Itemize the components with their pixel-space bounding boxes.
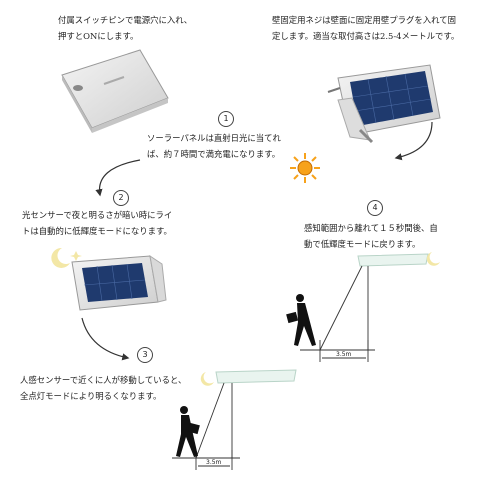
arrow-3	[81, 317, 130, 361]
step1-number: 1	[218, 111, 234, 127]
distance-label-step4: 3.5m	[336, 351, 352, 358]
device-mounted-view	[327, 64, 441, 144]
arrow-1	[394, 121, 433, 161]
note-switch-pin: 付属スイッチピンで電源穴に入れ、 押すとONにします。	[58, 15, 193, 41]
distance-label-step3: 3.5m	[206, 459, 222, 466]
step1-text: ソーラーパネルは直射日光に当てれ ば、約７時間で満充電になります。	[147, 133, 281, 159]
device-bottom-view	[61, 49, 169, 133]
moon-icon-step3	[200, 372, 214, 386]
step4-light-fixture	[357, 252, 440, 267]
device-solar-panel	[71, 254, 167, 311]
step3-text: 人感センサーで近くに人が移動していると、 全点灯モードにより明るくなります。	[20, 375, 187, 401]
step4-person	[286, 294, 316, 346]
note-mounting: 壁固定用ネジは壁面に固定用壁プラグを入れて固 定します。適当な取付高さは2.5-…	[272, 15, 460, 41]
arrow-2	[95, 159, 141, 197]
step4-number: 4	[367, 200, 383, 216]
step2-text: 光センサーで夜と明るさが暗い時にライ トは自動的に低輝度モードになります。	[22, 210, 173, 236]
step2-number: 2	[113, 190, 129, 206]
moon-icon	[426, 252, 440, 266]
step4-detection-cone	[300, 265, 375, 362]
moon-star-icon	[51, 247, 82, 268]
step3-detection-cone	[172, 382, 240, 470]
step3-number: 3	[137, 347, 153, 363]
step4-text: 感知範囲から離れて１５秒間後、自 動で低輝度モードに戻ります。	[304, 223, 438, 249]
sun-icon	[290, 153, 320, 183]
step3-light-fixture	[200, 369, 297, 386]
step3-person	[176, 406, 200, 457]
